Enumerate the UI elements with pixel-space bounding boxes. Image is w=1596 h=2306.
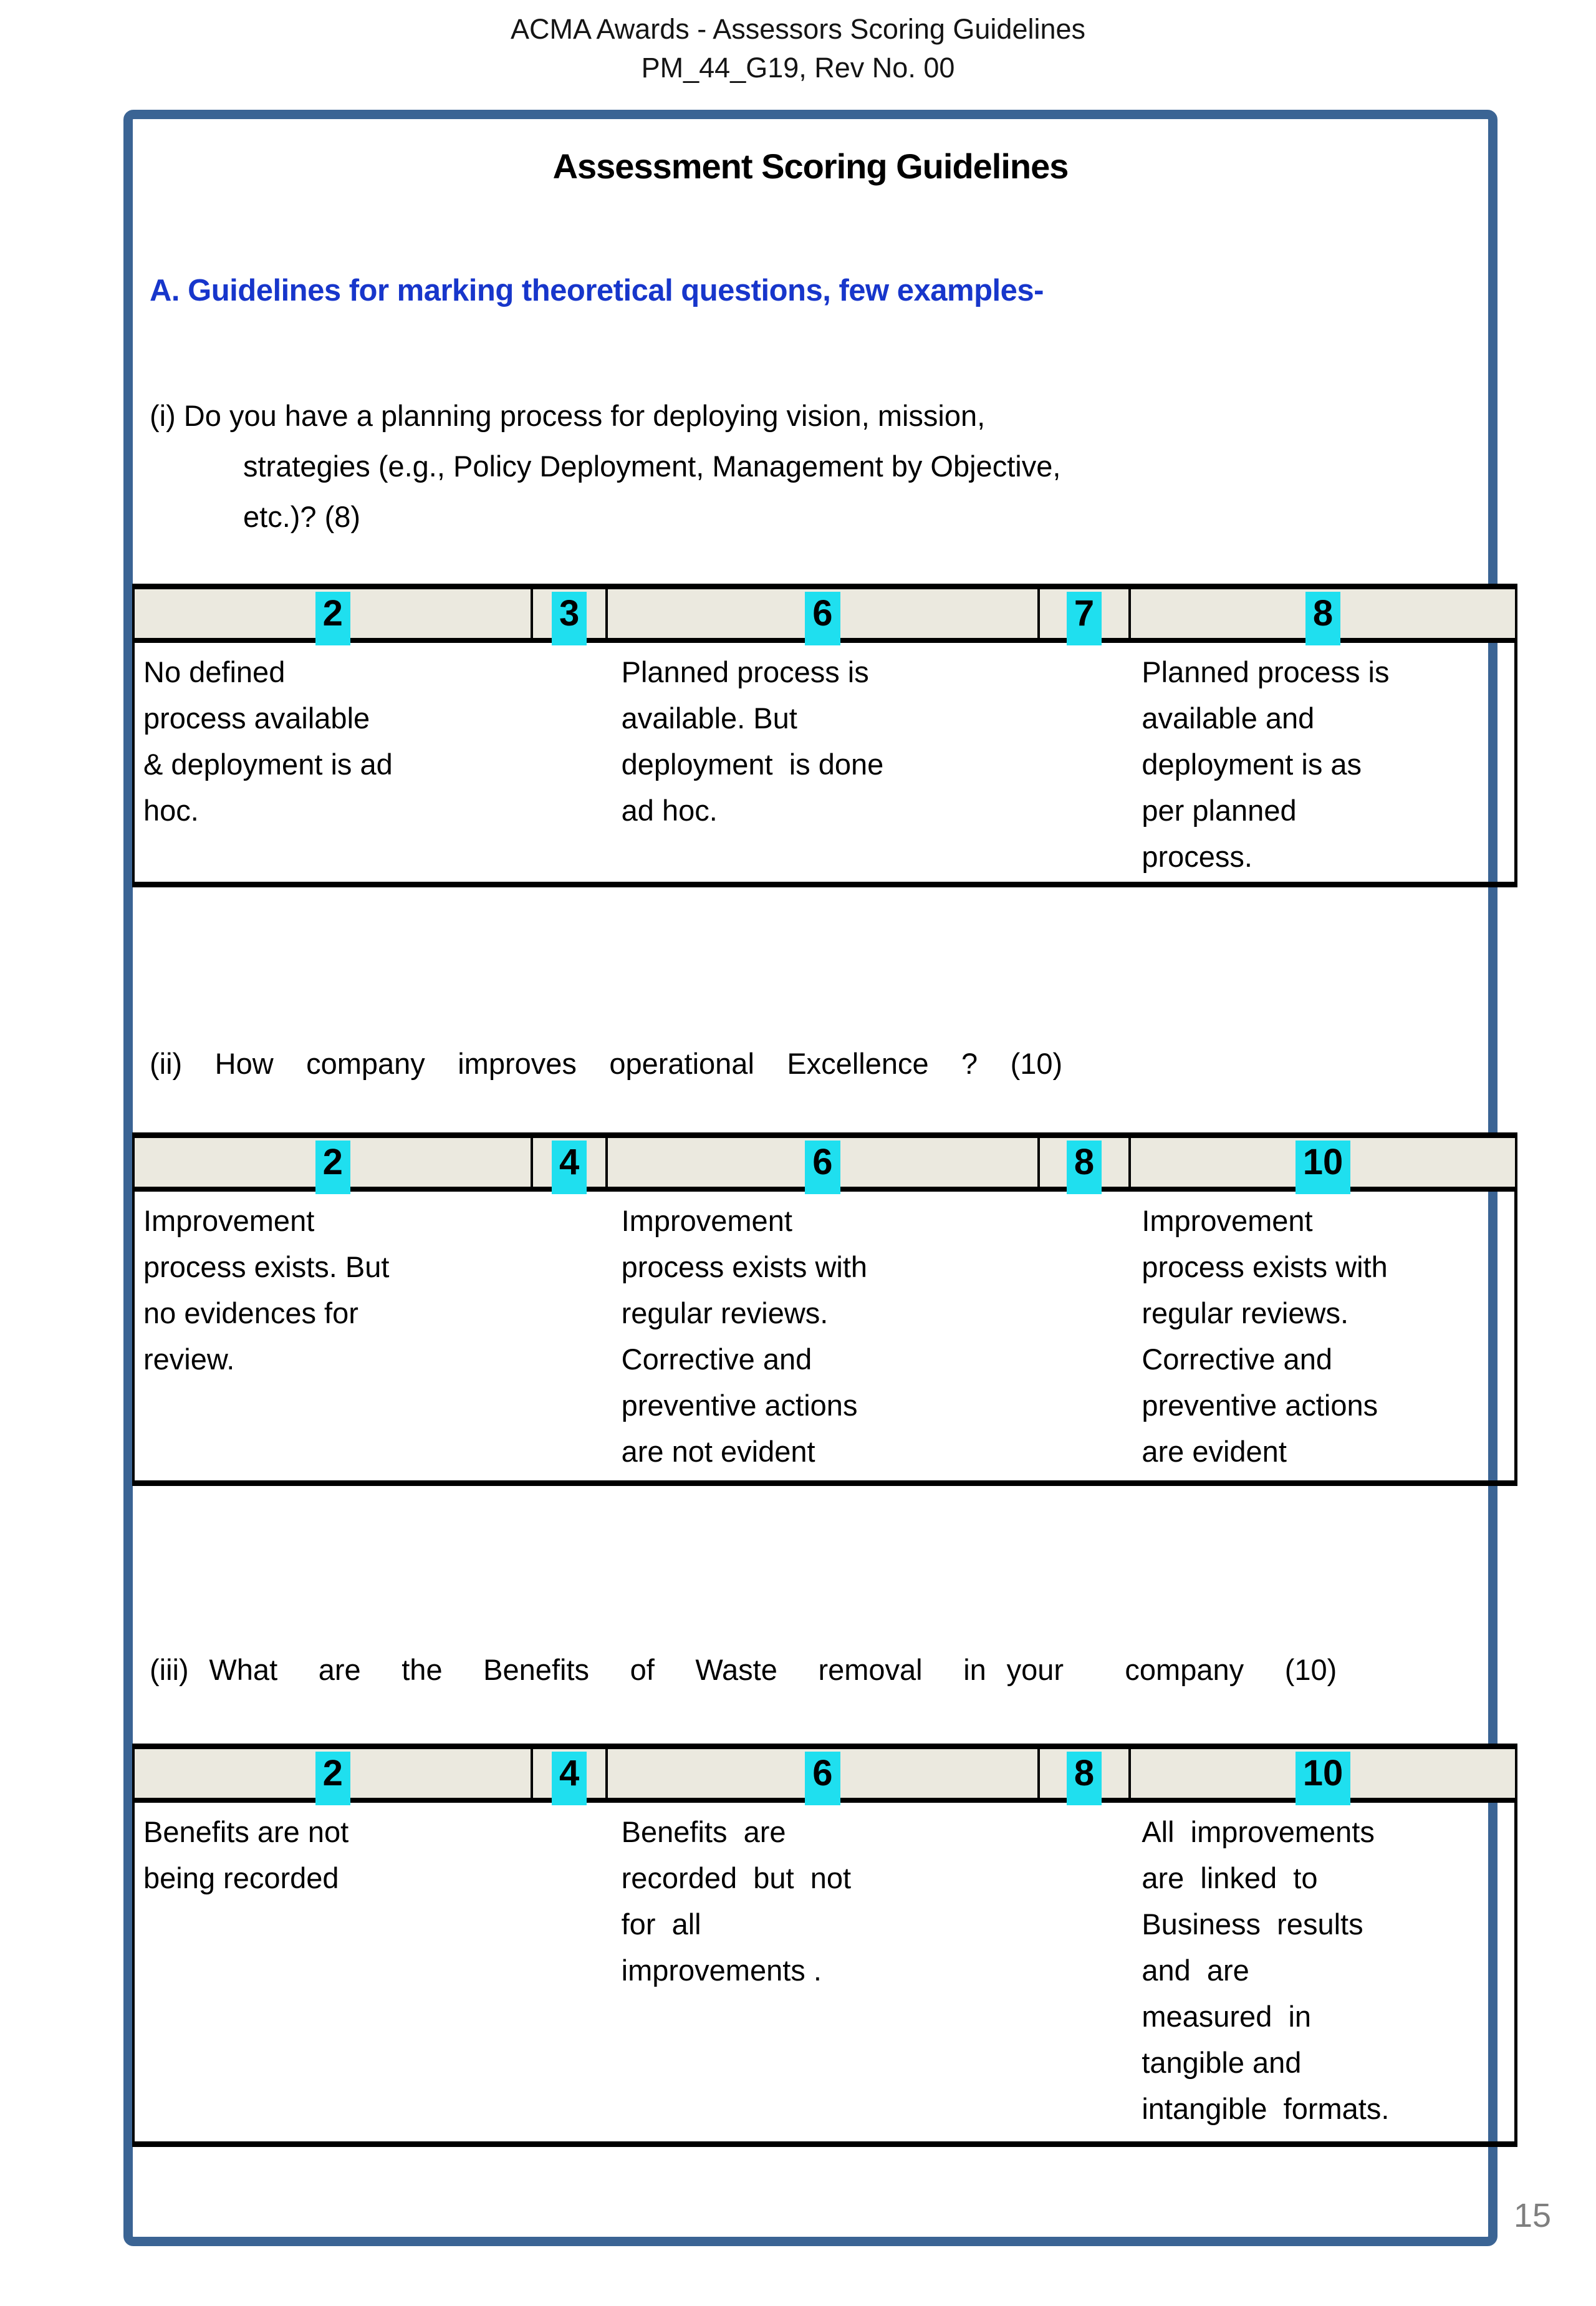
score-highlight: 8 [1305, 592, 1341, 645]
page-title: Assessment Scoring Guidelines [552, 147, 1069, 186]
score-highlight: 6 [805, 1752, 840, 1805]
score-cell: 2 [135, 589, 531, 645]
score-cell: 8 [1037, 1138, 1128, 1194]
score-highlight: 8 [1066, 1752, 1102, 1805]
score-highlight: 6 [805, 1141, 840, 1194]
score-highlight: 10 [1295, 1141, 1351, 1194]
score-header-row: 2 3 6 7 8 [132, 584, 1517, 645]
score-header-row: 2 4 6 8 10 [132, 1132, 1517, 1194]
document-header: ACMA Awards - Assessors Scoring Guidelin… [0, 10, 1596, 87]
spacer-cell [531, 1803, 605, 2141]
document-header-revision: PM_44_G19, Rev No. 00 [641, 52, 955, 84]
criteria-row: No defined process available & deploymen… [132, 643, 1517, 887]
spacer-cell [1037, 643, 1128, 882]
score-cell: 4 [531, 1749, 605, 1805]
content-frame [123, 110, 1497, 2246]
question-i: (i) Do you have a planning process for d… [150, 390, 1060, 542]
score-highlight: 8 [1066, 1141, 1102, 1194]
score-cell: 2 [135, 1138, 531, 1194]
score-header-row: 2 4 6 8 10 [132, 1744, 1517, 1805]
question-i-line2: strategies (e.g., Policy Deployment, Man… [243, 450, 1061, 483]
score-cell: 7 [1037, 589, 1128, 645]
section-a-heading: A. Guidelines for marking theoretical qu… [150, 274, 1044, 307]
criteria-cell-high: Planned process is available and deploym… [1142, 655, 1390, 873]
scoring-table-planning-process: 2 3 6 7 8 No defined process available &… [132, 584, 1517, 887]
score-cell: 6 [605, 1749, 1037, 1805]
score-highlight: 3 [552, 592, 587, 645]
criteria-cell-mid: Improvement process exists with regular … [621, 1204, 868, 1468]
scoring-table-waste-removal-benefits: 2 4 6 8 10 Benefits are not being record… [132, 1744, 1517, 2147]
score-cell: 6 [605, 589, 1037, 645]
score-cell: 8 [1128, 589, 1515, 645]
criteria-cell-low: Benefits are not being recorded [143, 1815, 349, 1894]
score-highlight: 4 [552, 1752, 587, 1805]
score-cell: 4 [531, 1138, 605, 1194]
score-cell: 6 [605, 1138, 1037, 1194]
criteria-cell-high: All improvements are linked to Business … [1142, 1815, 1390, 2125]
document-header-title: ACMA Awards - Assessors Scoring Guidelin… [510, 13, 1086, 45]
question-ii: (ii) How company improves operational Ex… [150, 1047, 1063, 1080]
score-cell: 10 [1128, 1138, 1515, 1194]
score-highlight: 7 [1066, 592, 1102, 645]
spacer-cell [531, 643, 605, 882]
scoring-table-operational-excellence: 2 4 6 8 10 Improvement process exists. B… [132, 1132, 1517, 1486]
score-highlight: 2 [315, 592, 350, 645]
criteria-cell-low: No defined process available & deploymen… [143, 655, 393, 827]
criteria-cell-mid: Planned process is available. But deploy… [621, 655, 884, 827]
score-cell: 3 [531, 589, 605, 645]
spacer-cell [1037, 1192, 1128, 1480]
criteria-row: Benefits are not being recorded Benefits… [132, 1803, 1517, 2147]
spacer-cell [1037, 1803, 1128, 2141]
score-highlight: 2 [315, 1141, 350, 1194]
score-highlight: 4 [552, 1141, 587, 1194]
question-i-line1: (i) Do you have a planning process for d… [150, 399, 986, 432]
score-cell: 2 [135, 1749, 531, 1805]
score-cell: 10 [1128, 1749, 1515, 1805]
criteria-row: Improvement process exists. But no evide… [132, 1192, 1517, 1486]
score-highlight: 10 [1295, 1752, 1351, 1805]
question-iii: (iii) What are the Benefits of Waste rem… [150, 1653, 1337, 1686]
criteria-cell-high: Improvement process exists with regular … [1142, 1204, 1388, 1468]
question-i-line3: etc.)? (8) [243, 500, 361, 533]
spacer-cell [531, 1192, 605, 1480]
criteria-cell-mid: Benefits are recorded but not for all im… [621, 1815, 852, 1987]
page-number: 15 [1514, 2197, 1552, 2234]
score-highlight: 2 [315, 1752, 350, 1805]
score-cell: 8 [1037, 1749, 1128, 1805]
score-highlight: 6 [805, 592, 840, 645]
criteria-cell-low: Improvement process exists. But no evide… [143, 1204, 390, 1376]
